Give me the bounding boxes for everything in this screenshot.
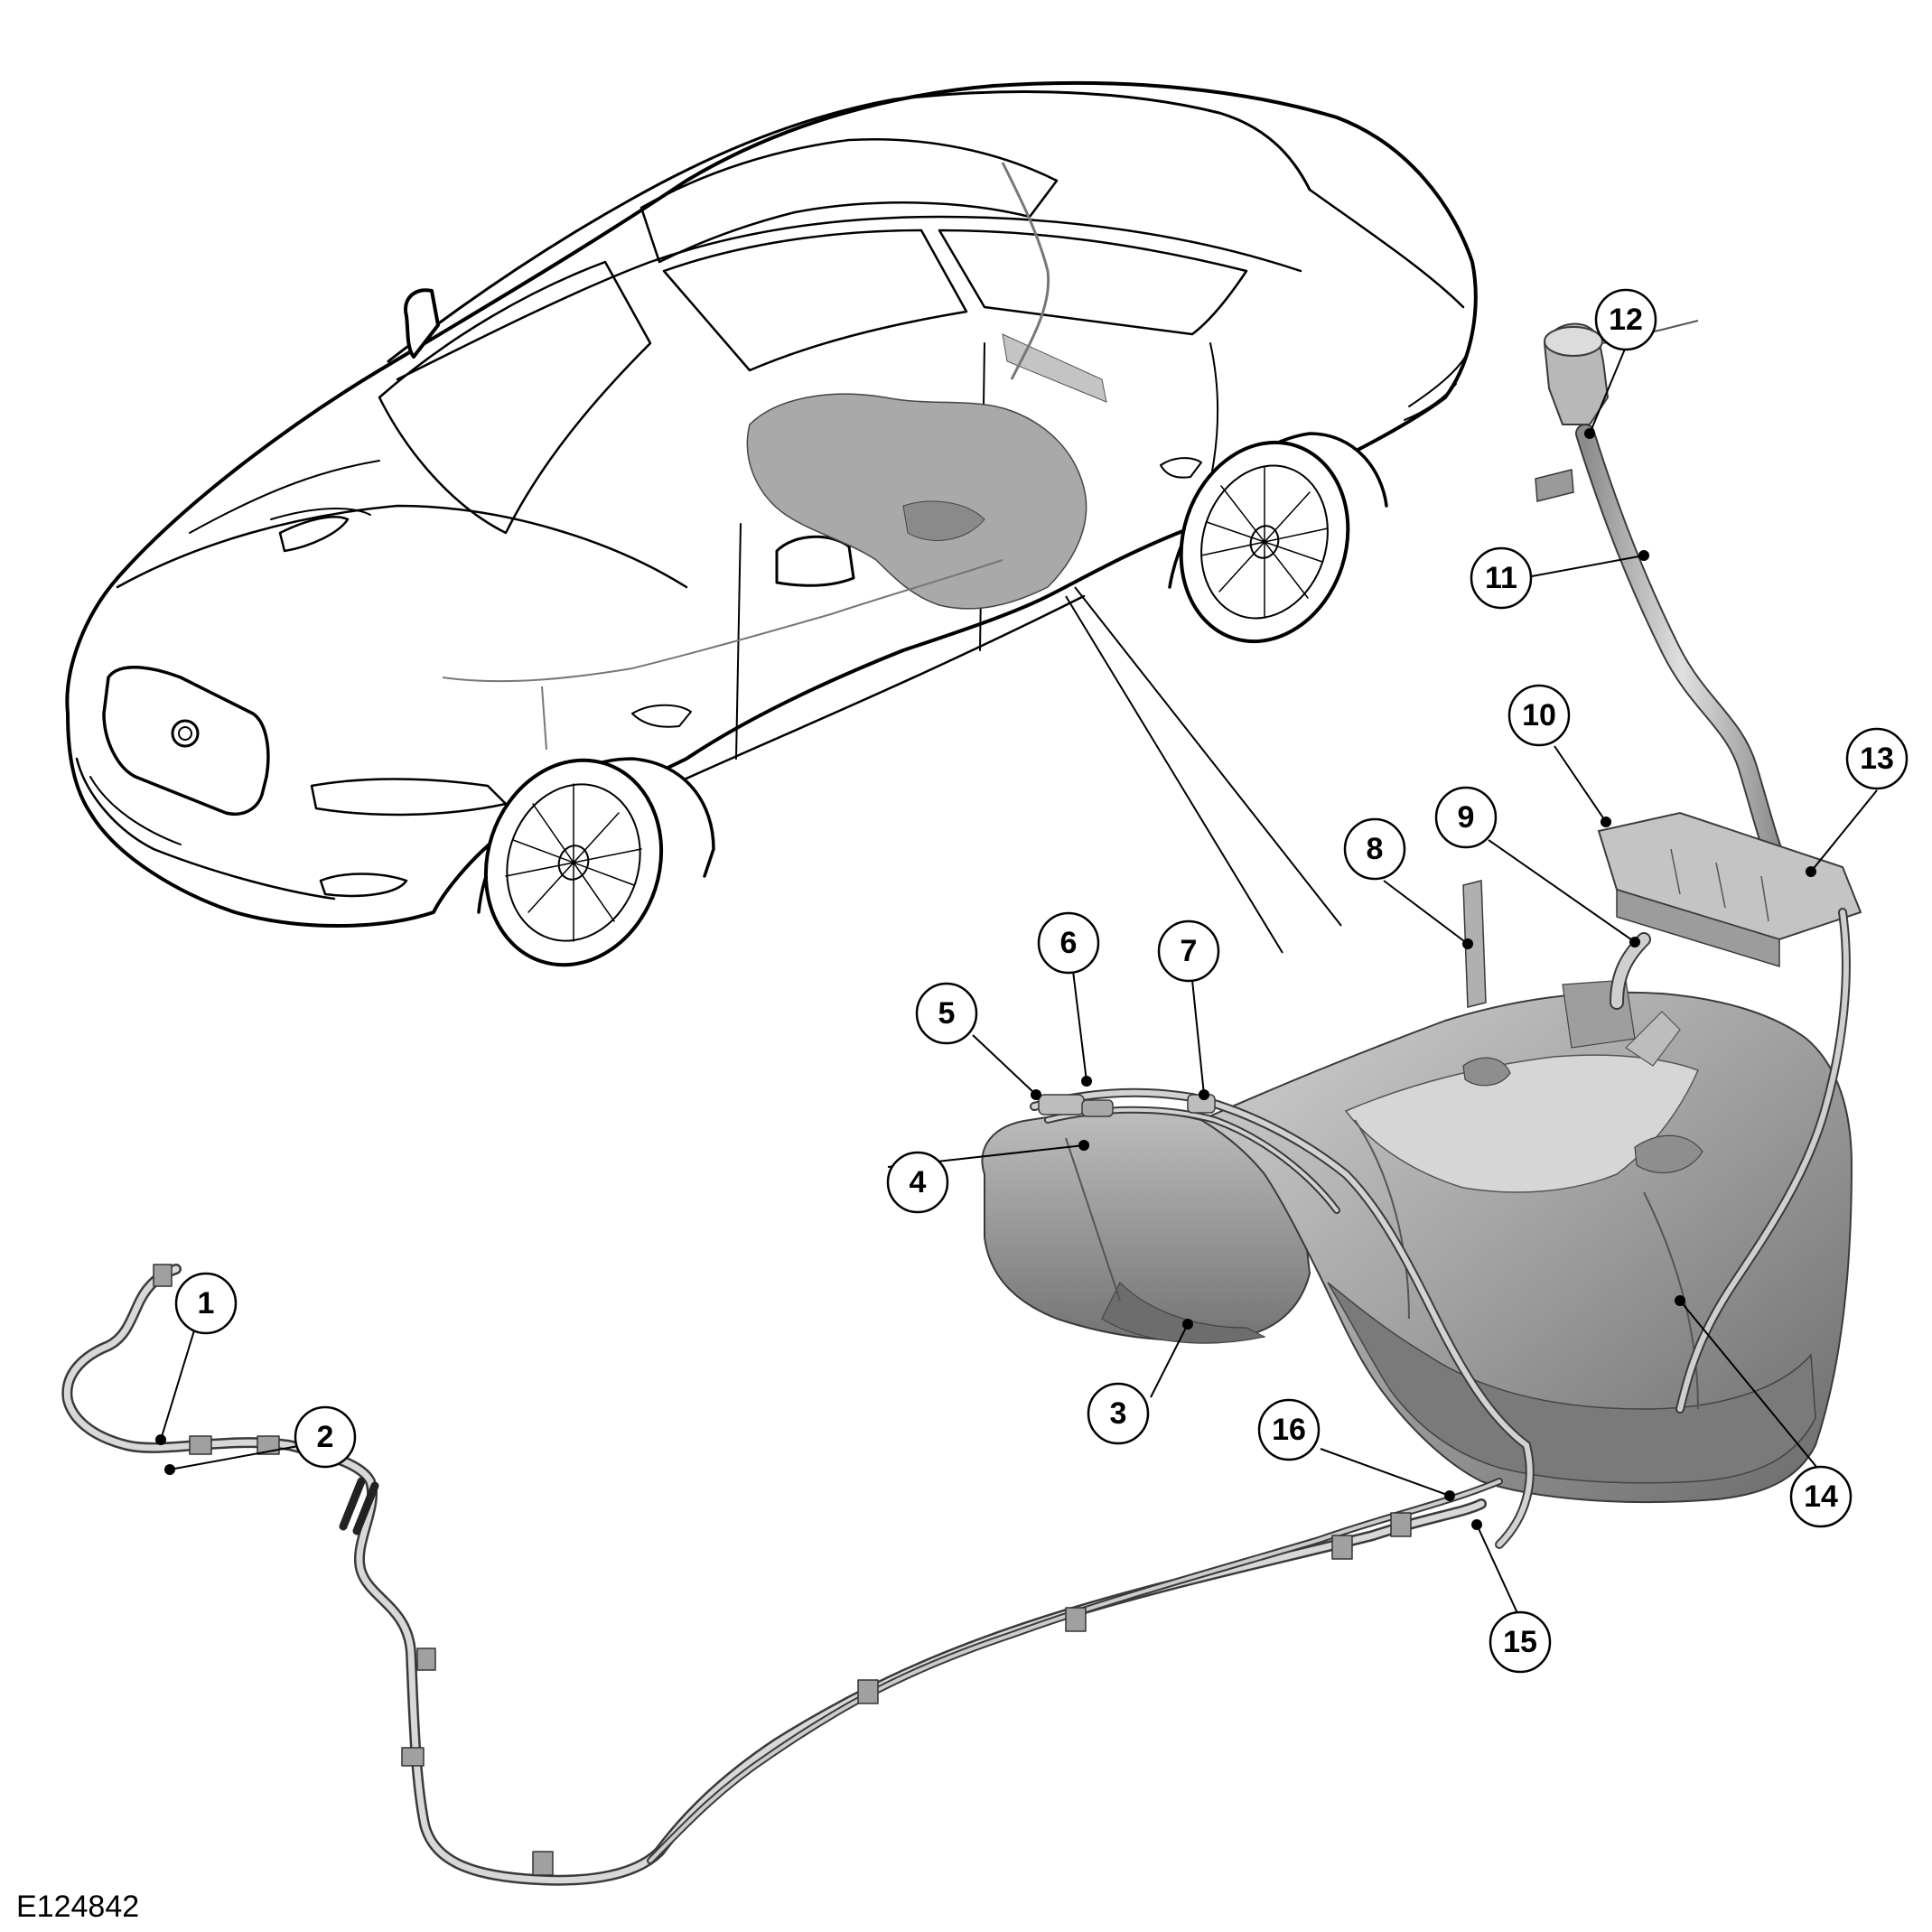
callout-11-label: 11 xyxy=(1485,561,1517,595)
callout-7: 7 xyxy=(1157,919,1220,983)
callout-9-label: 9 xyxy=(1458,800,1475,835)
callout-6: 6 xyxy=(1037,911,1100,975)
callout-9: 9 xyxy=(1434,786,1498,849)
rear-wheel xyxy=(1179,440,1350,644)
vehicle-outline xyxy=(65,80,1478,967)
callout-8: 8 xyxy=(1343,817,1406,881)
callout-14-label: 14 xyxy=(1804,1479,1838,1514)
callout-16-label: 16 xyxy=(1272,1413,1306,1447)
callout-15: 15 xyxy=(1489,1610,1552,1674)
callout-4-label: 4 xyxy=(910,1165,927,1199)
callout-6-label: 6 xyxy=(1060,926,1078,960)
figure-id: E124842 xyxy=(16,1890,139,1924)
callout-14: 14 xyxy=(1789,1465,1853,1528)
callout-13: 13 xyxy=(1845,727,1909,790)
ghost-fuel-tank xyxy=(442,162,1107,751)
detail-leader-lines xyxy=(1065,586,1342,954)
callout-15-label: 15 xyxy=(1503,1625,1537,1659)
filler-neck-assembly xyxy=(1462,320,1862,1414)
callout-12: 12 xyxy=(1594,288,1657,351)
callout-4: 4 xyxy=(886,1151,949,1214)
callout-5-label: 5 xyxy=(938,996,956,1031)
callout-10-label: 10 xyxy=(1522,698,1556,733)
fuel-tank-left-lobe xyxy=(981,1110,1311,1341)
callout-3: 3 xyxy=(1087,1382,1150,1445)
underbody-fuel-line xyxy=(61,1264,1503,1886)
callout-8-label: 8 xyxy=(1367,832,1384,866)
callout-2: 2 xyxy=(294,1405,357,1469)
callout-7-label: 7 xyxy=(1181,934,1198,968)
callout-13-label: 13 xyxy=(1860,742,1894,776)
callout-3-label: 3 xyxy=(1110,1396,1127,1431)
callout-1-label: 1 xyxy=(198,1286,215,1321)
callout-11: 11 xyxy=(1470,546,1533,610)
callout-5: 5 xyxy=(915,982,978,1045)
front-wheel xyxy=(483,758,664,967)
callout-1: 1 xyxy=(174,1272,238,1335)
callout-16: 16 xyxy=(1257,1398,1321,1461)
callout-10: 10 xyxy=(1507,684,1571,747)
tank-fuel-lines xyxy=(1030,1087,1535,1549)
callout-2-label: 2 xyxy=(317,1420,334,1454)
callout-12-label: 12 xyxy=(1609,303,1643,337)
callout-dots xyxy=(155,428,1816,1530)
